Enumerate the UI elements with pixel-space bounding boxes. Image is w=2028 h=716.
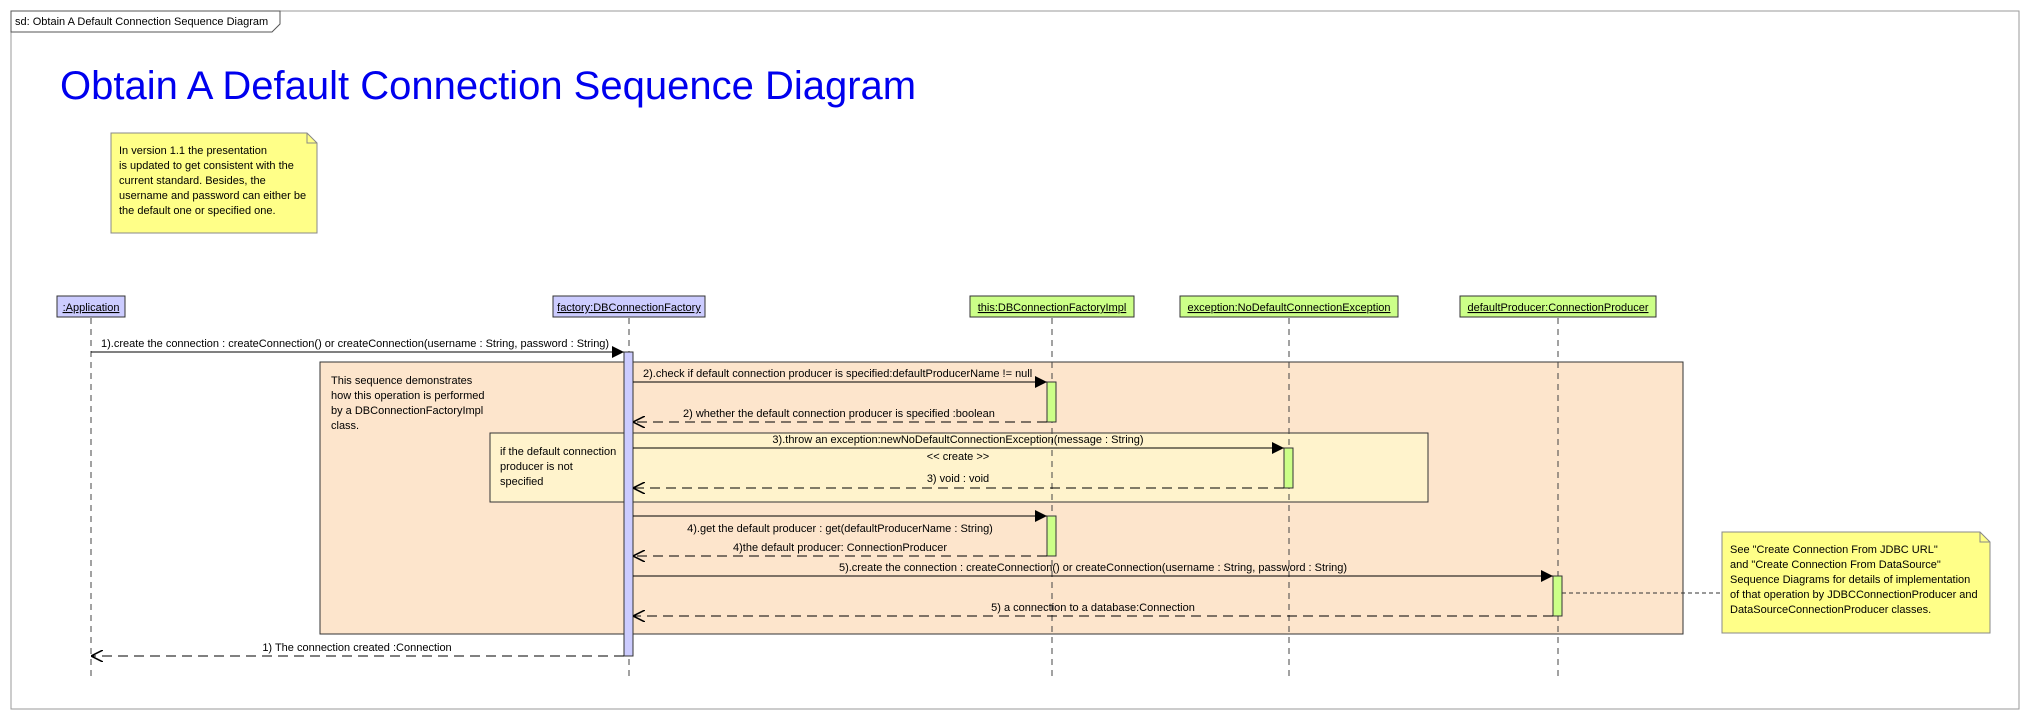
version-note-text: In version 1.1 the presentation is updat… <box>119 145 309 217</box>
message-1-return-label: 1) The connection created :Connection <box>262 642 451 654</box>
activation-factory <box>623 351 634 657</box>
message-3-label: 3).throw an exception:newNoDefaultConnec… <box>772 434 1143 446</box>
lifeline-head-factory[interactable]: factory:DBConnectionFactory <box>552 295 706 318</box>
sequence-note-line: This sequence demonstrates <box>331 375 473 387</box>
lifeline-head-application[interactable]: :Application <box>56 295 126 318</box>
sequence-note-line: class. <box>331 420 359 432</box>
lifeline-label: defaultProducer:ConnectionProducer <box>1467 302 1648 314</box>
see-also-note-line: DataSourceConnectionProducer classes. <box>1730 604 1931 616</box>
message-2-label: 2).check if default connection producer … <box>643 368 1032 380</box>
see-also-note-line: and "Create Connection From DataSource" <box>1730 559 1941 571</box>
lifeline-label: :Application <box>63 302 120 314</box>
sequence-note-line: how this operation is performed <box>331 390 484 402</box>
version-note-line: is updated to get consistent with the <box>119 160 294 172</box>
sequence-note-text: This sequence demonstrates how this oper… <box>331 375 488 432</box>
see-also-note: See "Create Connection From JDBC URL" an… <box>1721 531 1991 634</box>
message-5-label: 5).create the connection : createConnect… <box>839 562 1347 574</box>
version-note: In version 1.1 the presentation is updat… <box>110 132 318 234</box>
message-3-stereotype: << create >> <box>927 451 989 463</box>
message-1-label: 1).create the connection : createConnect… <box>101 338 609 350</box>
version-note-line: current standard. Besides, the <box>119 175 266 187</box>
see-also-note-line: See "Create Connection From JDBC URL" <box>1730 544 1938 556</box>
condition-note-line: specified <box>500 476 543 488</box>
condition-note-line: if the default connection <box>500 446 616 458</box>
diagram-title: Obtain A Default Connection Sequence Dia… <box>60 64 916 108</box>
lifeline-label: exception:NoDefaultConnectionException <box>1187 302 1390 314</box>
activation-impl-get <box>1046 515 1057 557</box>
activation-impl-check <box>1046 381 1057 423</box>
sequence-note-line: by a DBConnectionFactoryImpl <box>331 405 483 417</box>
lifeline-head-impl[interactable]: this:DBConnectionFactoryImpl <box>969 295 1135 318</box>
alt-fragment <box>489 432 1429 503</box>
lifeline-label: factory:DBConnectionFactory <box>557 302 701 314</box>
message-4-return-label: 4)the default producer: ConnectionProduc… <box>733 542 947 554</box>
message-4-label: 4).get the default producer : get(defaul… <box>687 523 993 535</box>
version-note-line: username and password can either be <box>119 190 306 202</box>
lifeline-head-producer[interactable]: defaultProducer:ConnectionProducer <box>1459 295 1657 318</box>
condition-note-line: producer is not <box>500 461 573 473</box>
lifeline-head-exception[interactable]: exception:NoDefaultConnectionException <box>1179 295 1399 318</box>
see-also-note-line: of that operation by JDBCConnectionProdu… <box>1730 589 1978 601</box>
activation-producer <box>1552 575 1563 617</box>
version-note-line: In version 1.1 the presentation <box>119 145 267 157</box>
message-5-return-label: 5) a connection to a database:Connection <box>991 602 1195 614</box>
version-note-line: the default one or specified one. <box>119 205 276 217</box>
message-3-return-label: 3) void : void <box>927 473 989 485</box>
activation-exception <box>1283 447 1294 489</box>
see-also-note-line: Sequence Diagrams for details of impleme… <box>1730 574 1970 586</box>
lifeline-label: this:DBConnectionFactoryImpl <box>978 302 1127 314</box>
frame-label-tab <box>10 10 281 33</box>
condition-note-text: if the default connection producer is no… <box>500 446 619 488</box>
frame-label: sd: Obtain A Default Connection Sequence… <box>15 16 268 28</box>
see-also-note-text: See "Create Connection From JDBC URL" an… <box>1730 544 1981 616</box>
message-2-return-label: 2) whether the default connection produc… <box>683 408 995 420</box>
